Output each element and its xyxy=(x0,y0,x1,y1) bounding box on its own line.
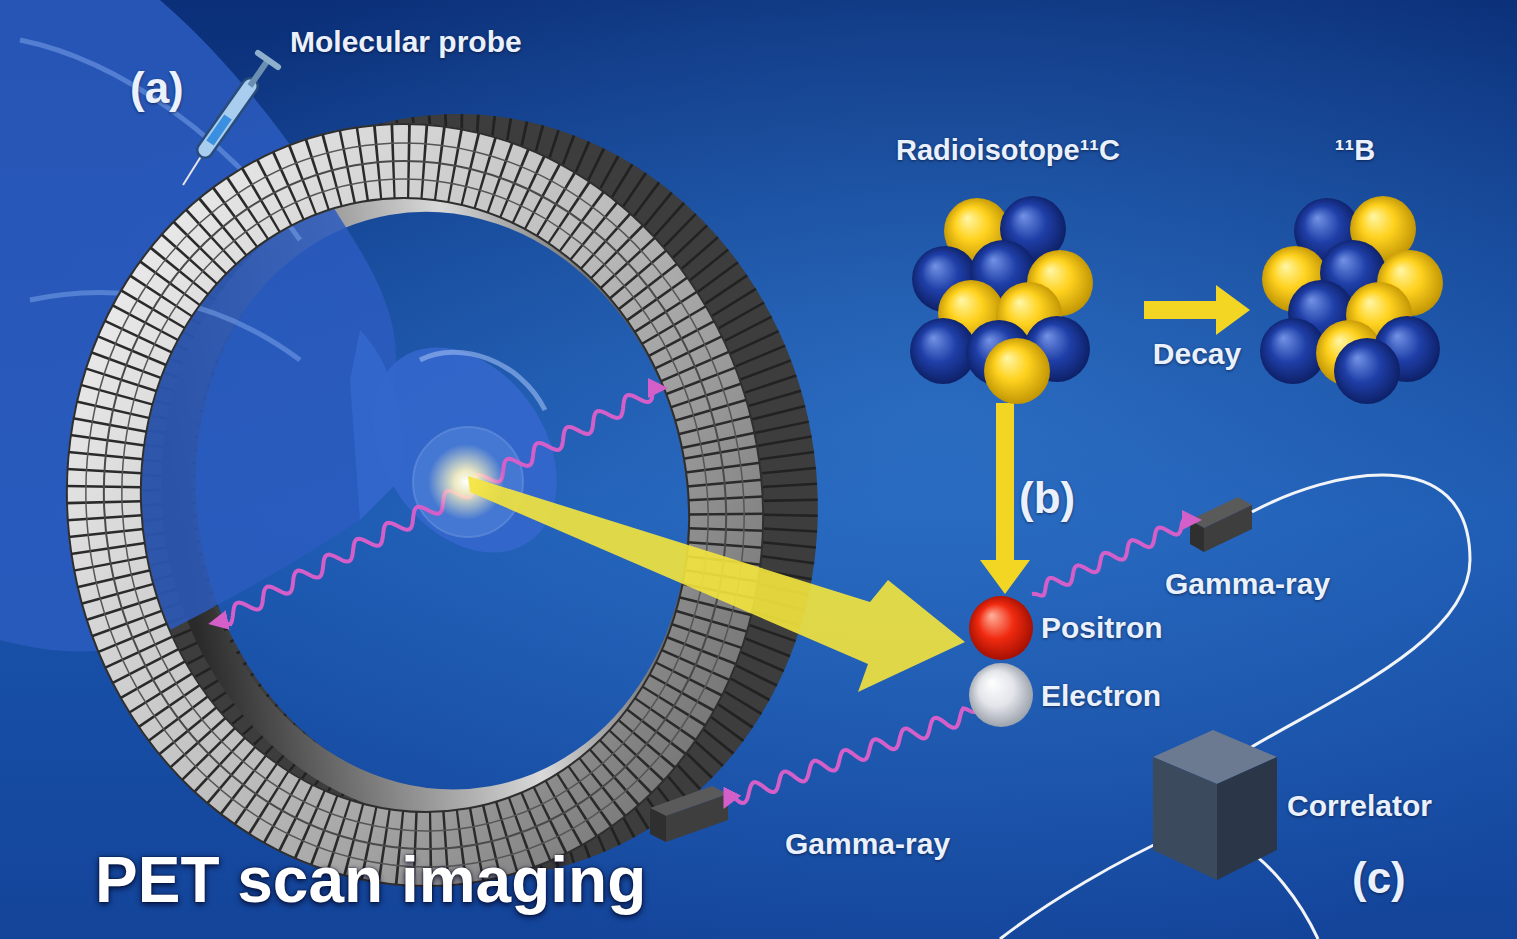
annihilation-glow xyxy=(428,444,504,520)
scanner-ring xyxy=(7,69,823,939)
zoom-arrow xyxy=(468,476,965,692)
detector-upper xyxy=(1190,497,1252,552)
cube-right xyxy=(1217,757,1277,880)
edge-label: Decay xyxy=(1153,336,1241,372)
node-art xyxy=(1255,191,1460,406)
panel-letter: (c) xyxy=(1352,852,1406,905)
diagram-title: PET scan imaging xyxy=(95,842,646,919)
text-holder: Gamma-ray xyxy=(785,826,950,862)
proton-sphere xyxy=(984,338,1050,404)
arrow-head xyxy=(1216,285,1250,335)
connector-line xyxy=(1144,301,1218,319)
text-holder: Gamma-ray xyxy=(1165,566,1330,602)
node-art xyxy=(965,594,1037,662)
node-label: Electron xyxy=(1041,678,1161,714)
node-label: Positron xyxy=(1041,610,1163,646)
electron-sphere xyxy=(969,663,1033,727)
edge-label-holder: Decay xyxy=(1153,336,1241,372)
text-holder: ¹¹B xyxy=(1335,133,1375,168)
text-holder: PET scan imaging xyxy=(95,842,646,919)
cube-left xyxy=(1153,757,1217,880)
gamma-label: Gamma-ray xyxy=(1165,566,1330,602)
node-label: ¹¹B xyxy=(1335,133,1375,168)
positron-node: Positron xyxy=(965,594,1190,662)
positron-sphere xyxy=(969,596,1033,660)
panel-letter: (a) xyxy=(130,62,184,115)
node-label: Correlator xyxy=(1287,788,1432,824)
node-art xyxy=(1145,722,1285,887)
gamma-ray-wave xyxy=(218,388,658,624)
text-holder: Electron xyxy=(1041,678,1161,714)
gamma-label: Gamma-ray xyxy=(785,826,950,862)
node-art xyxy=(965,662,1037,730)
neutron-sphere xyxy=(1334,338,1400,404)
syringe xyxy=(183,53,278,185)
text-holder: (a) xyxy=(130,62,184,115)
detector-lower xyxy=(650,786,728,842)
electron-node: Electron xyxy=(965,662,1190,730)
nucleus-cluster: ¹¹B xyxy=(1250,133,1460,403)
correlator-cube: Correlator xyxy=(1145,722,1465,887)
text-holder: Correlator xyxy=(1287,788,1432,824)
text-holder: Molecular probe xyxy=(290,24,522,60)
arrow-head xyxy=(980,560,1030,594)
node-label: Radioisotope¹¹C xyxy=(896,133,1120,168)
gamma-ray-wave xyxy=(728,708,975,803)
edge-label-holder: (b) xyxy=(1019,472,1075,525)
text-holder: Radioisotope¹¹C xyxy=(896,133,1120,168)
nucleus-cluster: Radioisotope¹¹C xyxy=(872,133,1144,403)
connector-arrow xyxy=(1144,285,1250,335)
text-holder: (c) xyxy=(1352,852,1406,905)
connector-line xyxy=(996,403,1014,562)
text-holder: Positron xyxy=(1041,610,1163,646)
node-art xyxy=(905,191,1110,406)
edge-label: (b) xyxy=(1019,472,1075,525)
signal-wires xyxy=(1000,475,1470,939)
probe-label: Molecular probe xyxy=(290,24,522,60)
